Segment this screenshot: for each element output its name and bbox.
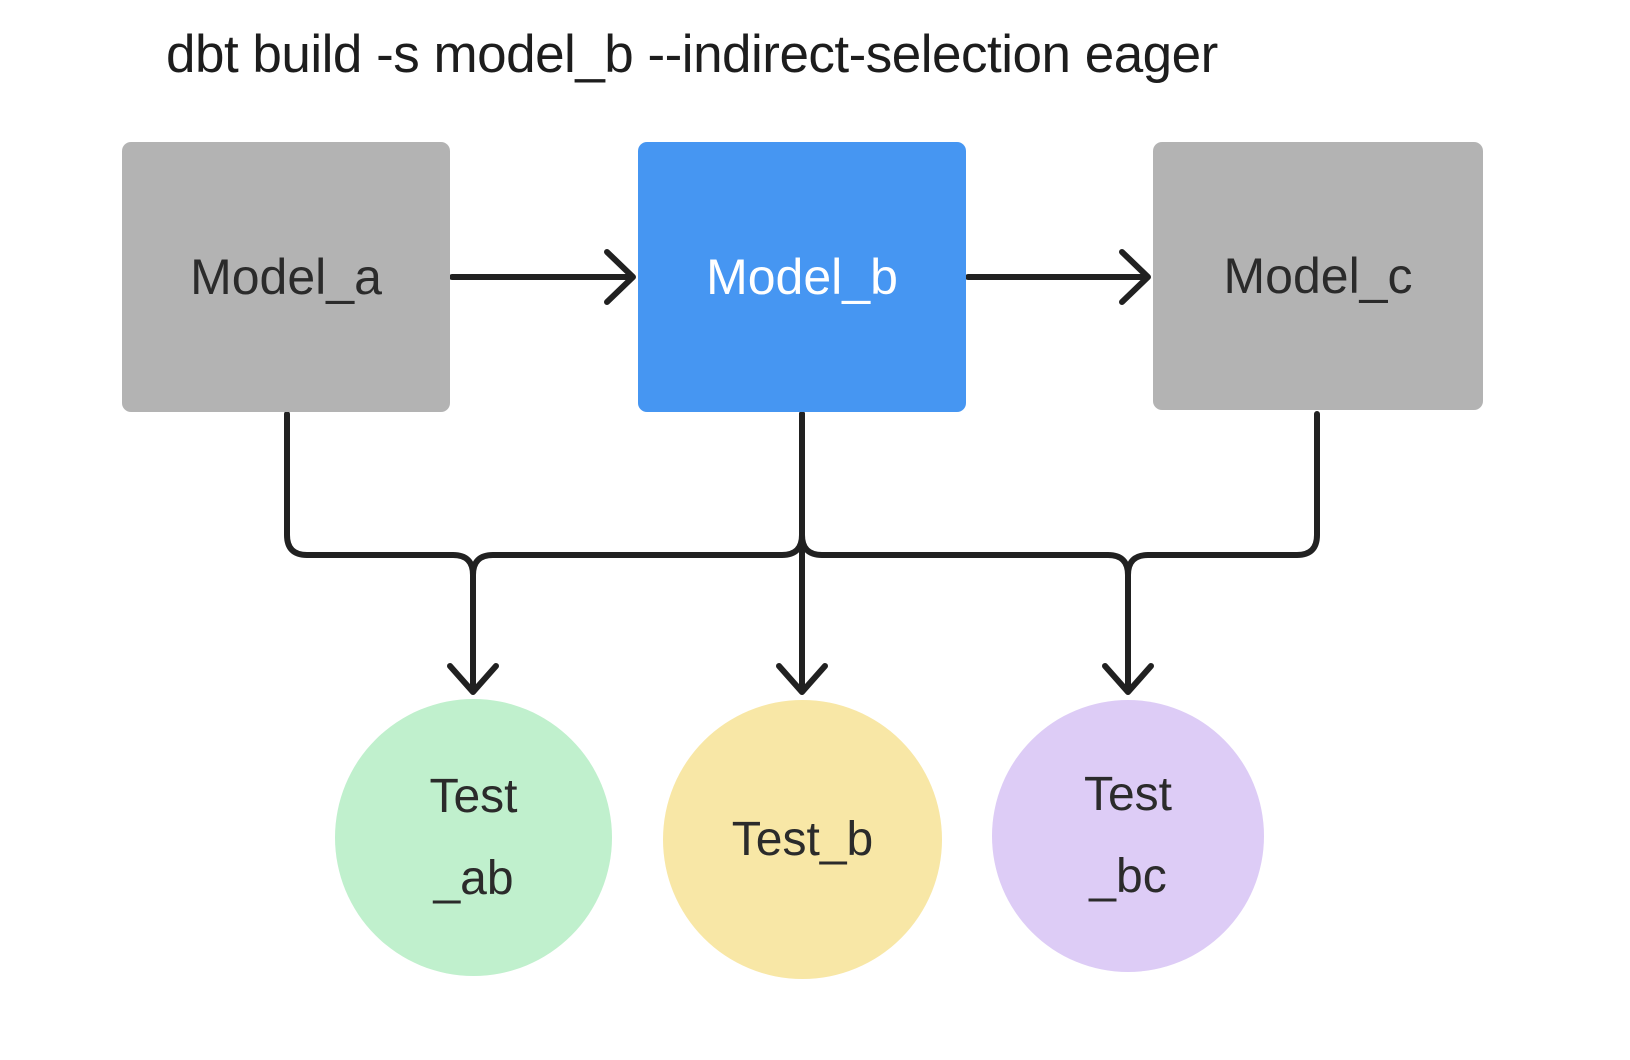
node-test-bc: Test _bc [992,700,1264,972]
arrowhead-test-ab [447,663,499,695]
node-model-b: Model_b [638,142,966,412]
node-model-a-label: Model_a [190,249,382,305]
node-model-c-label: Model_c [1223,248,1413,304]
command-title: dbt build -s model_b --indirect-selectio… [166,25,1218,84]
node-test-ab-label-line2: _ab [433,851,514,905]
node-model-b-label: Model_b [706,249,898,305]
edge-model-b-to-test-bc [799,411,1131,691]
node-test-bc-label-line1: Test [1083,768,1173,821]
arrowhead-model-a-to-model-b [604,249,636,305]
node-test-b: Test_b [663,700,942,979]
edge-model-b-to-test-ab [470,411,805,691]
arrowhead-test-b [776,663,828,695]
node-test-bc-label-line2: _bc [1089,850,1167,903]
arrowhead-model-b-to-model-c [1119,249,1151,305]
node-model-a: Model_a [122,142,450,412]
node-test-ab-label-line1: Test [429,769,518,823]
node-test-b-label: Test_b [731,812,874,866]
arrowhead-test-bc [1102,663,1154,695]
edge-model-a-to-test-ab [284,411,476,691]
node-model-c: Model_c [1153,142,1483,410]
node-test-ab: Test _ab [335,699,612,976]
edge-model-c-to-test-bc [1125,411,1320,691]
